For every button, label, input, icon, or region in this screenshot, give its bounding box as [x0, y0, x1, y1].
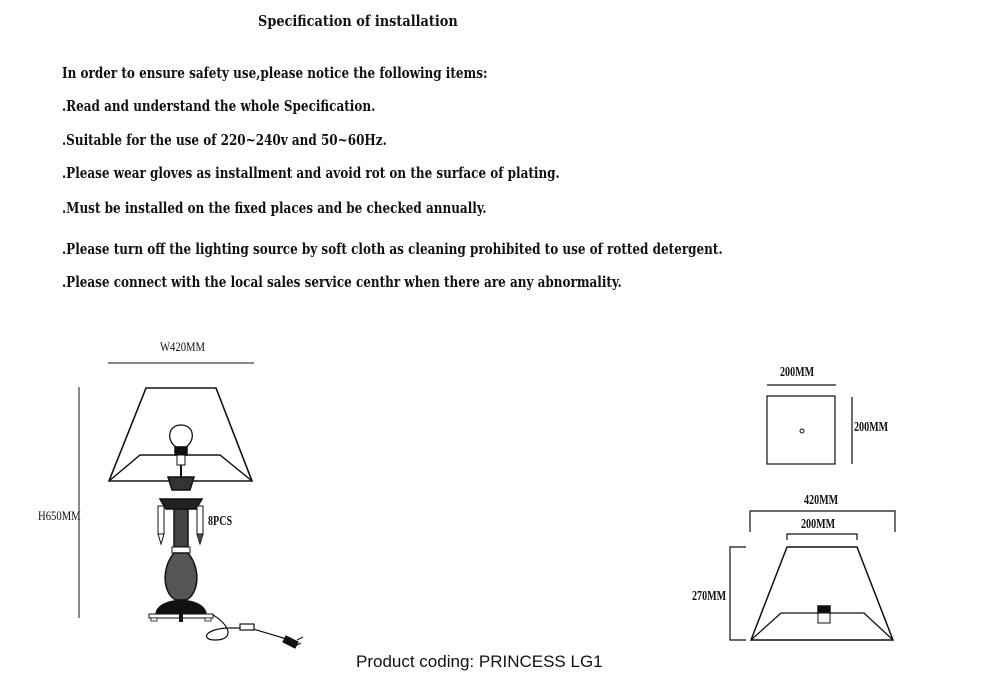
- notice-item: .Please wear gloves as installment and a…: [62, 164, 560, 182]
- notice-item: .Read and understand the whole Specifica…: [62, 97, 376, 115]
- shade-bottom-dimension-line: [749, 510, 896, 532]
- power-cord-icon: [205, 614, 304, 649]
- product-coding: Product coding: PRINCESS LG1: [356, 652, 603, 671]
- lamp-height-label: H650MM: [38, 508, 81, 523]
- shade-top-dimension-line: [786, 533, 858, 540]
- notice-intro: In order to ensure safety use,please not…: [62, 64, 488, 82]
- shade-side-view: [749, 546, 895, 641]
- notice-item: .Must be installed on the fixed places a…: [62, 199, 487, 217]
- notice-item: .Please turn off the lighting source by …: [62, 240, 723, 258]
- crystal-pendants-icon: [157, 505, 204, 546]
- shade-top-width-label: 200MM: [801, 517, 836, 532]
- base-depth-label: 200MM: [854, 420, 889, 435]
- base-square: [766, 395, 836, 465]
- crystals-count-label: 8PCS: [208, 514, 233, 529]
- lamp-width-label: W420MM: [160, 339, 206, 354]
- shade-height-label: 270MM: [692, 589, 727, 604]
- page-title: Specification of installation: [258, 12, 458, 30]
- base-width-label: 200MM: [780, 365, 815, 380]
- shade-bottom-width-label: 420MM: [804, 493, 839, 508]
- notice-item: .Please connect with the local sales ser…: [62, 273, 622, 291]
- bulb-icon: [169, 424, 193, 478]
- shade-height-dimension-line: [729, 546, 746, 641]
- lamp-body: [148, 476, 214, 622]
- notice-item: .Suitable for the use of 220~240v and 50…: [62, 131, 387, 149]
